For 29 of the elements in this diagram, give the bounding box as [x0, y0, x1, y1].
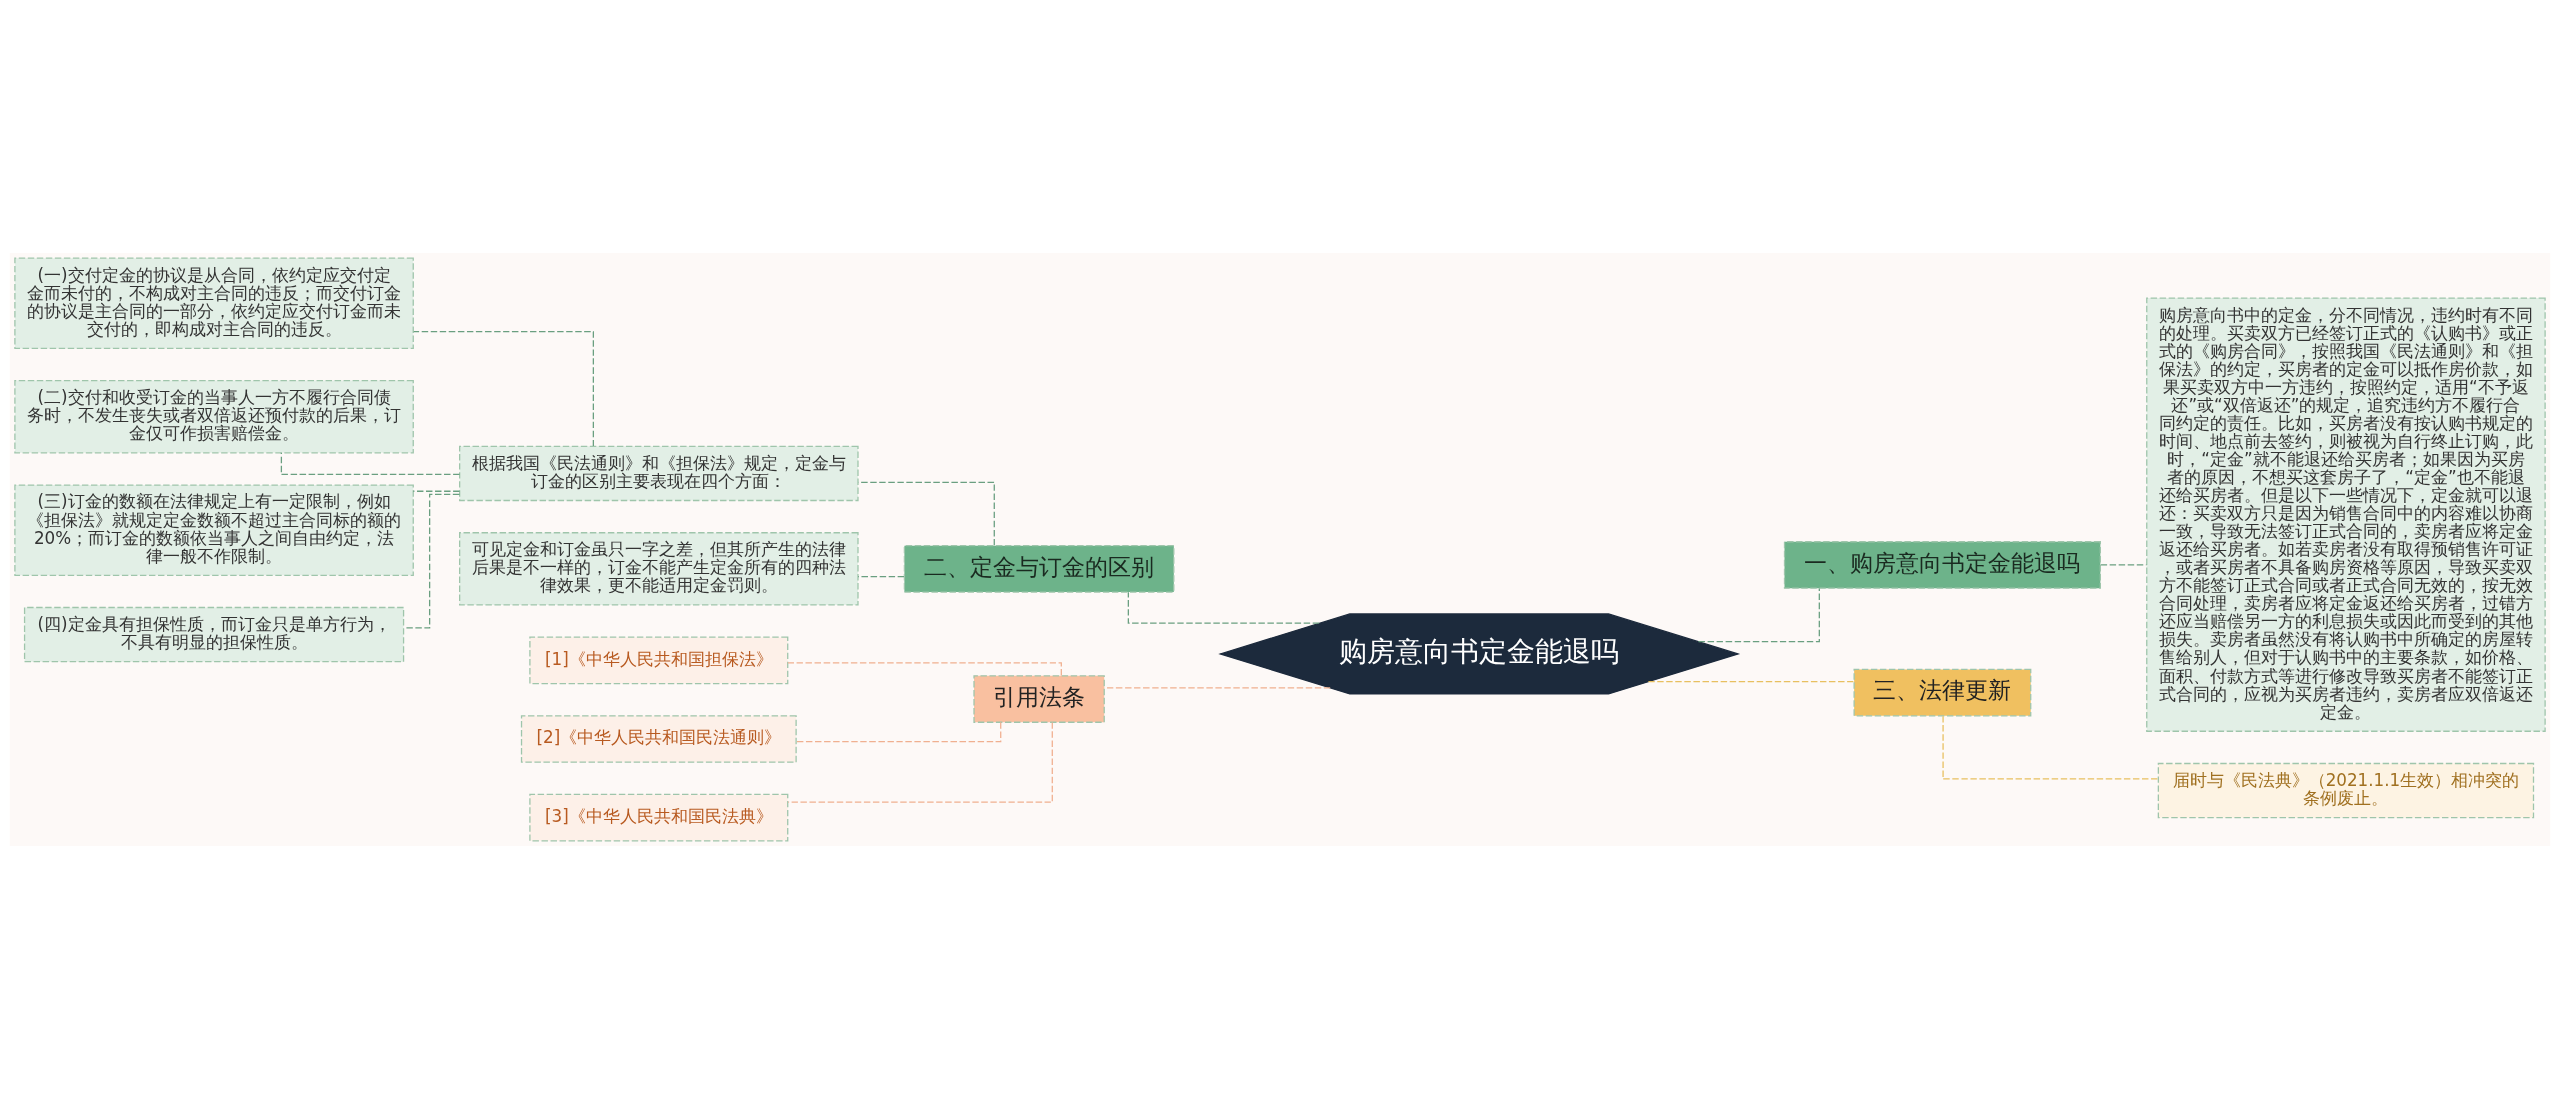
connector — [280, 451, 461, 475]
node-box: [3]《中华人民共和国民法典》 — [529, 793, 789, 841]
node-box: (三)订金的数额在法律规定上有一定限制，例如《担保法》就规定定金数额不超过主合同标的额的20%；而订金的数额依当事人之间自由约定，法律一般不作限制。 — [14, 483, 414, 576]
node-box: (二)交付和收受订金的当事人一方不履行合同债务时，不发生丧失或者双倍返还预付款的后果，订金仅可作损害赔偿金。 — [14, 379, 414, 453]
connector — [795, 721, 1002, 742]
node-box: (四)定金具有担保性质，而订金只是单方行为，不具有明显的担保性质。 — [23, 606, 405, 662]
connector — [1103, 686, 1331, 689]
connector — [857, 575, 905, 577]
node-box: 可见定金和订金虽只一字之差，但其所产生的法律后果是不一样的，订金不能产生定金所有的四种法律效果，更不能适用定金罚则。 — [459, 531, 859, 606]
node-box: 引用法条 — [973, 674, 1105, 723]
connector — [413, 330, 594, 447]
node-box: 届时与《民法典》（2021.1.1生效）相冲突的条例废止。 — [2157, 762, 2535, 818]
connector — [787, 661, 1062, 676]
node-box: 根据我国《民法通则》和《担保法》规定，定金与订金的区别主要表现在四个方面： — [459, 445, 859, 501]
connector — [787, 721, 1053, 803]
connector — [412, 490, 461, 492]
node-box: 二、定金与订金的区别 — [903, 544, 1175, 593]
connector — [1697, 587, 1820, 642]
node-box: 三、法律更新 — [1853, 668, 2032, 716]
connector — [2100, 563, 2148, 566]
connector — [1942, 715, 2159, 780]
node-box: 购房意向书中的定金，分不同情况，违约时有不同的处理。买卖双方已经签订正式的《认购书》或正式的《购房合同》，按照我国《民法通则》和《担保法》的约定，买房者的定金可以抵作房价款，如果买卖双方中一方违约，按照约定，适用“不予返还”或“双倍返还”的规定，追究违约方不履行合同约定的责任。比如，买房者没有按认购书规定的时间、地点前去签约，则被视为自行终止订购，此时，“定金”就不能退还给买房者；如果因为买房者的原因，不想买这套房子了，“定金”也不能退还给买房者。但是以下一些情况下，定金就可以退还：买卖双方只是因为销售合同中的内容难以协商一致，导致无法签订正式合同的，卖房者应将定金返还给买房者。如若卖房者没有取得预销售许可证，或者买房者不具备购房资格等原因，导致买卖双方不能签订正式合同或者正式合同无效的，按无效合同处理，卖房者应将定金返还给买房者，过错方还应当赔偿另一方的利息损失或因此而受到的其他损失。卖房者虽然没有将认购书中所确定的房屋转售给别人，但对于认购书中的主要条款，如价格、面积、付款方式等进行修改导致买房者不能签订正式合同的，应视为买房者违约，卖房者应双倍返还定金。 — [2146, 296, 2546, 732]
node-box: (一)交付定金的协议是从合同，依约定应交付定金而未付的，不构成对主合同的违反；而交付订金的协议是主合同的一部分，依约定应交付订金而未交付的，即构成对主合同的违反。 — [14, 257, 414, 349]
connector — [1647, 680, 1855, 682]
node-box: 一、购房意向书定金能退吗 — [1783, 540, 2101, 589]
node-box: [2]《中华人民共和国民法通则》 — [520, 714, 797, 763]
connector — [857, 481, 995, 546]
connector — [403, 493, 461, 628]
node-box: [1]《中华人民共和国担保法》 — [529, 636, 789, 684]
